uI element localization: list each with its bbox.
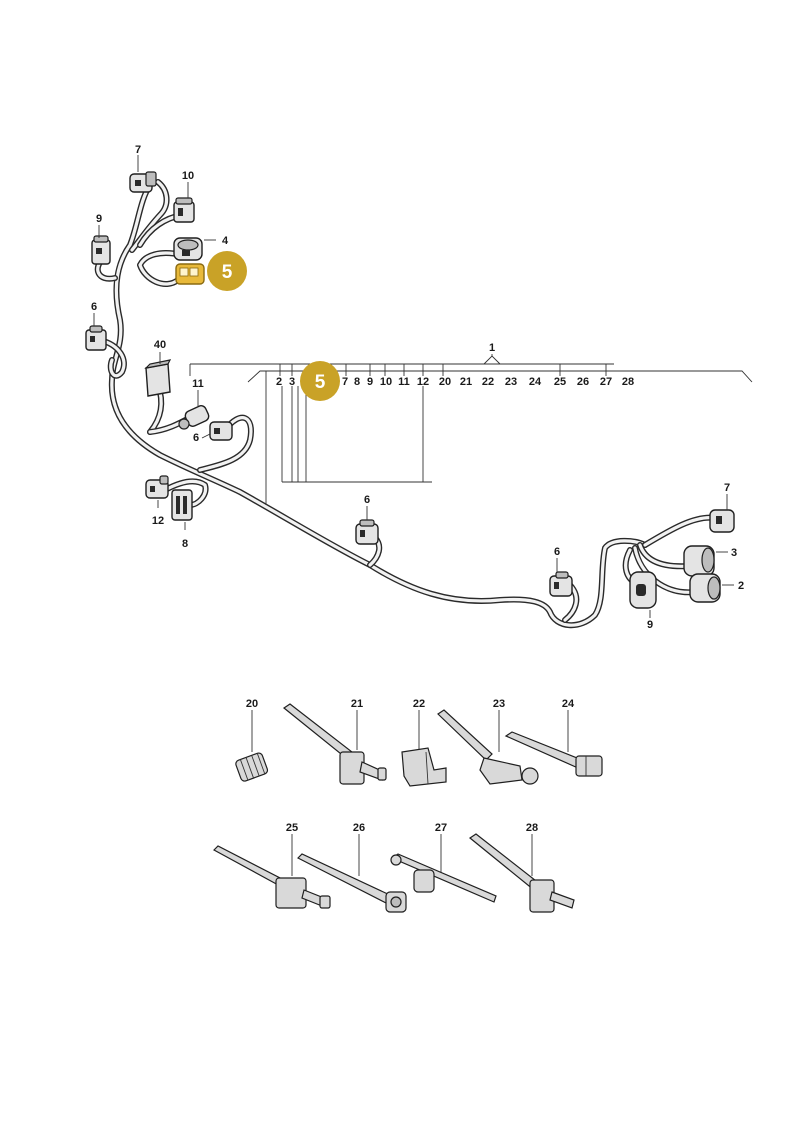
- bracket-labels: 1 2 3 7 8 9 10 11 12 20 21 22 23 24 25 2…: [276, 342, 634, 388]
- bracket-item-2: 2: [276, 376, 282, 388]
- clip-labels: 20 21 22 23 24 25 26 27 28: [246, 698, 575, 834]
- connector-mid-6: [209, 421, 233, 441]
- clip-label-20: 20: [246, 698, 258, 710]
- bracket-item-23: 23: [505, 376, 517, 388]
- label-top-9: 9: [96, 213, 102, 225]
- label-12: 12: [152, 515, 164, 527]
- bracket-item-20: 20: [439, 376, 451, 388]
- clip-27: [390, 834, 497, 903]
- label-11: 11: [192, 378, 204, 390]
- clip-22: [401, 710, 447, 787]
- clip-20: [235, 710, 269, 782]
- clip-25: [213, 834, 331, 909]
- bracket-item-8: 8: [354, 376, 360, 388]
- bracket-item-7: 7: [342, 376, 348, 388]
- label-40: 40: [154, 339, 166, 351]
- label-top-10: 10: [182, 170, 194, 182]
- connector-right-2: [689, 573, 721, 603]
- connector-top-9: [91, 235, 111, 265]
- bracket-item-26: 26: [577, 376, 589, 388]
- label-center-6: 6: [364, 494, 370, 506]
- label-right-7: 7: [724, 482, 730, 494]
- clip-label-24: 24: [562, 698, 575, 710]
- label-right-3: 3: [731, 547, 737, 559]
- connector-right-3: [683, 545, 715, 577]
- label-8: 8: [182, 538, 188, 550]
- leader-lines: [93, 155, 734, 618]
- highlight-badge-bracket-text: 5: [315, 372, 326, 393]
- bracket-item-10: 10: [380, 376, 392, 388]
- bracket-item-9: 9: [367, 376, 373, 388]
- connector-center-6: [355, 519, 379, 545]
- clip-label-21: 21: [351, 698, 363, 710]
- reference-bracket: [189, 354, 753, 505]
- label-right-9: 9: [647, 619, 653, 631]
- connector-left-6: [85, 325, 107, 351]
- bracket-item-28: 28: [622, 376, 634, 388]
- highlight-badge-harness[interactable]: 5: [207, 251, 247, 291]
- connector-top-7: [129, 171, 157, 193]
- connector-top-4: [173, 237, 203, 261]
- clip-24: [504, 710, 603, 777]
- label-top-4: 4: [222, 235, 229, 247]
- clip-23: [437, 709, 539, 785]
- connector-11: [178, 405, 210, 430]
- highlight-badge-bracket[interactable]: 5: [300, 361, 340, 401]
- label-mid-6: 6: [193, 432, 199, 444]
- bracket-item-22: 22: [482, 376, 494, 388]
- clip-label-28: 28: [526, 822, 538, 834]
- label-left-6: 6: [91, 301, 97, 313]
- harness-labels: 7 10 9 4 6 40 11 6 12 8 6 6 7 3 2 9: [91, 144, 744, 631]
- clip-21: [282, 703, 387, 785]
- connector-top-10: [173, 197, 195, 223]
- bracket-item-11: 11: [398, 376, 410, 388]
- connector-right-7: [709, 509, 735, 533]
- bracket-item-24: 24: [529, 376, 542, 388]
- clip-28: [468, 833, 575, 913]
- clip-label-23: 23: [493, 698, 505, 710]
- clip-label-22: 22: [413, 698, 425, 710]
- bracket-label-1: 1: [489, 342, 495, 354]
- bracket-item-21: 21: [460, 376, 472, 388]
- bracket-item-3: 3: [289, 376, 295, 388]
- label-right-6: 6: [554, 546, 560, 558]
- bracket-item-12: 12: [417, 376, 429, 388]
- connector-8: [171, 489, 193, 521]
- label-top-7: 7: [135, 144, 141, 156]
- highlight-badge-harness-text: 5: [222, 262, 233, 283]
- connector-part-5-highlight: [175, 263, 205, 285]
- bracket-item-27: 27: [600, 376, 612, 388]
- connector-right-9: [629, 571, 657, 609]
- connector-right-6: [549, 571, 573, 597]
- clip-label-27: 27: [435, 822, 447, 834]
- part-40-box: [144, 359, 172, 397]
- bracket-item-25: 25: [554, 376, 566, 388]
- clip-label-26: 26: [353, 822, 365, 834]
- connector-12: [145, 475, 169, 499]
- label-right-2: 2: [738, 580, 744, 592]
- clip-26: [296, 834, 407, 913]
- clip-label-25: 25: [286, 822, 298, 834]
